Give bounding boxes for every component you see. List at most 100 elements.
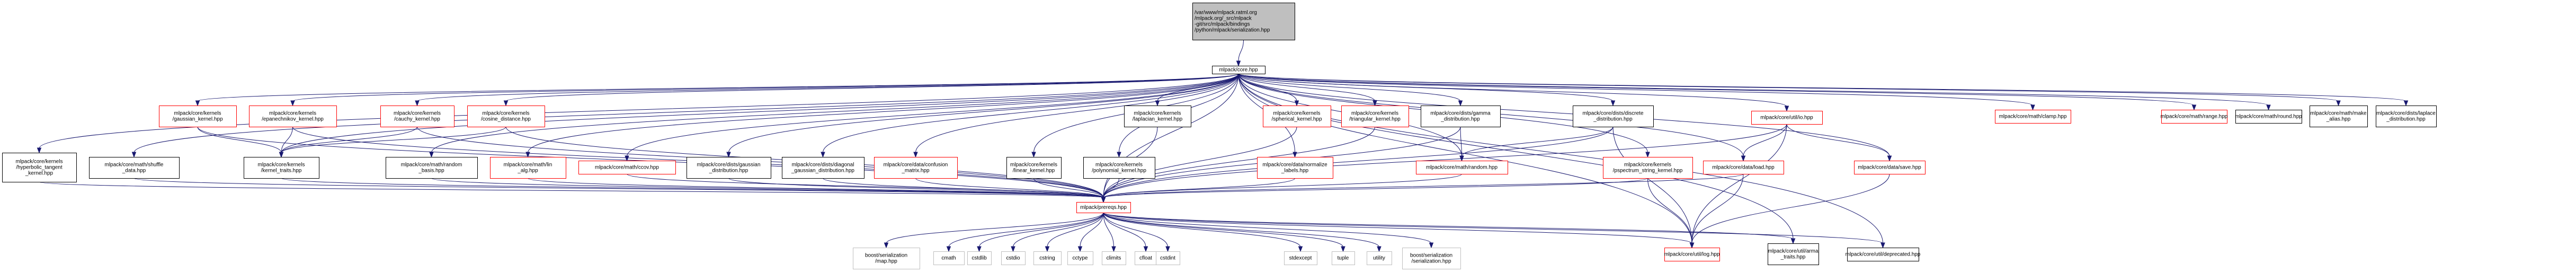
node-label: /triangular_kernel.hpp <box>1349 117 1401 122</box>
edge-prereqs-to-boost_map <box>886 212 1104 244</box>
node-laplace-distribution[interactable]: mlpack/core/dists/laplace_distribution.h… <box>2376 106 2437 127</box>
edge-normalize_labels-to-prereqs <box>1103 178 1295 198</box>
edge-prereqs-to-cstdio <box>1013 212 1104 248</box>
node-box <box>1995 110 2071 124</box>
node-lin-alg[interactable]: mlpack/core/math/lin_alg.hpp <box>490 157 566 179</box>
node-spherical-kernel[interactable]: mlpack/core/kernels/spherical_kernel.hpp <box>1263 106 1331 127</box>
node-box <box>853 248 920 269</box>
node-cosine-distance[interactable]: mlpack/core/kernels/cosine_distance.hpp <box>467 106 545 127</box>
node-deprecated[interactable]: mlpack/core/util/deprecated.hpp <box>1846 248 1921 261</box>
node-box <box>1664 248 1720 261</box>
node-gaussian-distribution[interactable]: mlpack/core/dists/gaussian_distribution.… <box>687 157 771 179</box>
node-label: mlpack/core/data/save.hpp <box>1858 165 1921 171</box>
arrowhead-prereqs-to-cstring <box>1045 246 1050 252</box>
arrowhead-cosine_distance-to-kernel_traits <box>279 152 284 158</box>
node-normalize-labels[interactable]: mlpack/core/data/normalize_labels.hpp <box>1257 157 1333 179</box>
node-round[interactable]: mlpack/core/math/round.hpp <box>2235 110 2302 124</box>
arrowhead-core-to-confusion_matrix <box>913 152 918 158</box>
node-gamma-distribution[interactable]: mlpack/core/dists/gamma_distribution.hpp <box>1421 106 1501 127</box>
edge-core-to-save <box>1238 73 1890 157</box>
node-box <box>2 153 77 182</box>
edge-pspectrum-to-log <box>1647 178 1692 244</box>
node-linear-kernel[interactable]: mlpack/core/kernels/linear_kernel.hpp <box>1006 157 1062 179</box>
node-stdexcept: stdexcept <box>1284 251 1317 265</box>
edge-core-to-arma_traits <box>1238 73 1794 240</box>
node-discrete-distribution[interactable]: mlpack/core/dists/discrete_distribution.… <box>1573 106 1654 127</box>
edge-discrete_distribution-to-random <box>1461 126 1614 157</box>
node-box <box>386 157 478 179</box>
node-laplacian-kernel[interactable]: mlpack/core/kernels/laplacian_kernel.hpp <box>1124 106 1191 127</box>
node-make-alias[interactable]: mlpack/core/math/make_alias.hpp <box>2310 106 2368 127</box>
node-random[interactable]: mlpack/core/math/random.hpp <box>1416 161 1508 174</box>
arrowhead-prereqs-to-stdexcept <box>1298 246 1303 252</box>
node-arma-traits[interactable]: mlpack/core/util/arma_traits.hpp <box>1768 243 1819 265</box>
node-label: mlpack/core/dists/diagonal <box>792 162 854 168</box>
node-label: _labels.hpp <box>1281 168 1309 174</box>
arrowhead-core-to-epanechnikov_kernel <box>290 100 295 107</box>
arrowhead-prereqs-to-climits <box>1111 246 1116 252</box>
node-box <box>1006 157 1062 179</box>
edge-io-to-load <box>1743 124 1787 157</box>
edge-gaussian_kernel-to-kernel_traits <box>197 126 282 153</box>
arrowhead-prereqs-to-boost_map <box>884 242 889 249</box>
node-diagonal-gaussian[interactable]: mlpack/core/dists/diagonal_gaussian_dist… <box>782 157 864 179</box>
node-confusion-matrix[interactable]: mlpack/core/data/confusion_matrix.hpp <box>874 157 958 179</box>
arrowhead-core-to-round <box>2266 104 2271 111</box>
node-box <box>1135 251 1157 265</box>
node-random-basis[interactable]: mlpack/core/math/random_basis.hpp <box>386 157 478 179</box>
arrowhead-core-to-ccov <box>625 155 629 162</box>
node-label: mlpack/core/kernels <box>1351 111 1398 117</box>
arrowhead-prereqs-to-cstdio <box>1011 246 1015 252</box>
node-cauchy-kernel[interactable]: mlpack/core/kernels/cauchy_kernel.hpp <box>380 106 454 127</box>
node-core[interactable]: mlpack/core.hpp <box>1212 66 1265 74</box>
node-label: mlpack/core/kernels <box>269 111 316 117</box>
node-save[interactable]: mlpack/core/data/save.hpp <box>1854 161 1926 174</box>
node-root[interactable]: /var/www/mlpack.ratml.org/mlpack.org/_sr… <box>1192 3 1295 40</box>
node-triangular-kernel[interactable]: mlpack/core/kernels/triangular_kernel.hp… <box>1341 106 1409 127</box>
edge-cosine_distance-to-kernel_traits <box>281 126 506 153</box>
node-gaussian-kernel[interactable]: mlpack/core/kernels/gaussian_kernel.hpp <box>159 106 237 127</box>
node-label: /python/mlpack/serialization.hpp <box>1195 28 1270 33</box>
node-box <box>1332 251 1355 265</box>
node-label: cctype <box>1073 256 1088 261</box>
node-label: mlpack/core/kernels <box>1624 162 1671 168</box>
node-polynomial-kernel[interactable]: mlpack/core/kernels/polynomial_kernel.hp… <box>1083 157 1155 179</box>
arrowhead-io-to-save <box>1887 155 1892 162</box>
node-label: mlpack/core/math/range.hpp <box>2161 114 2228 120</box>
node-shuffle-data[interactable]: mlpack/core/math/shuffle_data.hpp <box>89 157 180 179</box>
arrowhead-prereqs-to-cctype <box>1077 246 1083 252</box>
edge-core-to-epanechnikov_kernel <box>292 73 1239 102</box>
arrowhead-prereqs-to-cfloat <box>1143 246 1148 252</box>
node-load[interactable]: mlpack/core/data/load.hpp <box>1703 161 1784 174</box>
node-box <box>249 106 337 127</box>
node-box <box>1212 66 1265 74</box>
node-label: mlpack/core/dists/laplace <box>2376 111 2436 117</box>
node-io[interactable]: mlpack/core/util/io.hpp <box>1751 111 1823 125</box>
edge-random_basis-to-prereqs <box>431 178 1104 198</box>
edge-kernel_traits-to-prereqs <box>281 178 1104 198</box>
node-box <box>1573 106 1654 127</box>
arrowhead-prereqs-to-log <box>1689 242 1695 249</box>
node-cfloat: cfloat <box>1135 251 1157 265</box>
arrowhead-core-to-diagonal_gaussian <box>821 152 825 158</box>
node-range[interactable]: mlpack/core/math/range.hpp <box>2161 110 2228 124</box>
node-ccov[interactable]: mlpack/core/math/ccov.hpp <box>578 161 676 174</box>
node-prereqs[interactable]: mlpack/prereqs.hpp <box>1076 202 1131 213</box>
node-epanechnikov-kernel[interactable]: mlpack/core/kernels/epanechnikov_kernel.… <box>249 106 337 127</box>
node-hyperbolic-tangent[interactable]: mlpack/core/kernels/hyperbolic_tangent_k… <box>2 153 77 182</box>
node-label: /mlpack.org/_src/mlpack <box>1195 16 1252 22</box>
node-label: _kernel.hpp <box>25 171 54 177</box>
node-pspectrum[interactable]: mlpack/core/kernels/pspectrum_string_ker… <box>1603 157 1693 179</box>
node-box <box>1284 251 1317 265</box>
arrowhead-core-to-hyperbolic_tangent <box>37 147 42 154</box>
edge-load-to-prereqs <box>1103 173 1744 198</box>
edge-cauchy_kernel-to-kernel_traits <box>281 126 417 153</box>
node-clamp[interactable]: mlpack/core/math/clamp.hpp <box>1995 110 2071 124</box>
node-boost-map: boost/serialization/map.hpp <box>853 248 920 269</box>
node-box <box>1603 157 1693 179</box>
arrowhead-core-to-laplacian_kernel <box>1155 100 1160 107</box>
node-log[interactable]: mlpack/core/util/log.hpp <box>1664 248 1720 261</box>
node-kernel-traits[interactable]: mlpack/core/kernels/kernel_traits.hpp <box>244 157 319 179</box>
node-label: /polynomial_kernel.hpp <box>1092 168 1146 174</box>
node-label: _distribution.hpp <box>1593 117 1633 122</box>
